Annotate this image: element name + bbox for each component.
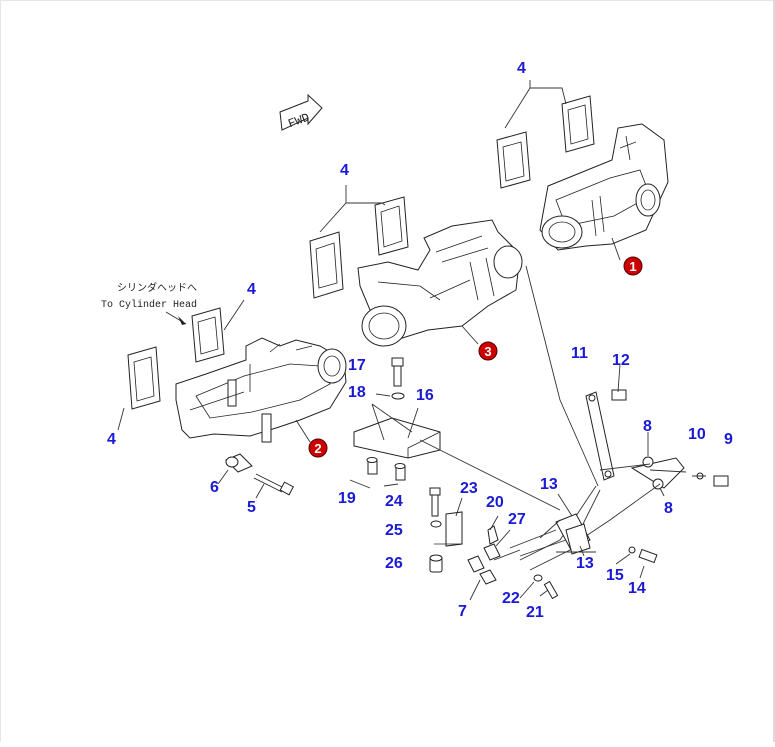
part-label-10: 10 [688, 426, 706, 443]
note-japanese: シリンダヘッドへ [117, 281, 197, 295]
part-label-4-top: 4 [517, 60, 526, 77]
stud-and-spacer [217, 453, 294, 499]
frame-left-edge [0, 0, 1, 742]
part-label-21: 21 [526, 604, 544, 621]
callout-1: 1 [623, 256, 643, 276]
exhaust-manifold-front [175, 337, 347, 443]
cylinder-head-note: シリンダヘッドへ To Cylinder Head [101, 281, 197, 325]
note-english: To Cylinder Head [101, 299, 197, 311]
gasket-middle-pair [309, 185, 409, 299]
exhaust-manifold-middle [357, 219, 523, 347]
part-label-9: 9 [724, 431, 733, 448]
part-label-18: 18 [348, 384, 366, 401]
exhaust-manifold-rear [539, 123, 669, 261]
forward-arrow-icon: FWD [279, 93, 323, 132]
part-label-25: 25 [385, 522, 403, 539]
part-label-23: 23 [460, 480, 478, 497]
part-label-13-lower: 13 [576, 555, 594, 572]
part-label-4-left-upper: 4 [247, 281, 256, 298]
part-label-17: 17 [348, 357, 366, 374]
part-label-11: 11 [571, 345, 588, 362]
support-bracket-assembly [349, 357, 441, 489]
part-label-16: 16 [416, 387, 434, 404]
gasket-left-pair [117, 299, 245, 431]
part-number-labels: 4 4 4 4 5 6 7 8 8 9 10 11 12 13 13 14 15… [107, 60, 733, 621]
part-label-13-upper: 13 [540, 476, 558, 493]
part-label-8-lower: 8 [664, 500, 673, 517]
part-label-14: 14 [628, 580, 646, 597]
gasket-top-right-pair [496, 80, 595, 189]
part-label-4-middle: 4 [340, 162, 349, 179]
part-label-4-left-lower: 4 [107, 431, 116, 448]
part-label-6: 6 [210, 479, 219, 496]
cable-clamp-assembly [467, 513, 658, 601]
callout-3-label: 3 [484, 344, 491, 359]
part-label-15: 15 [606, 567, 624, 584]
part-label-19: 19 [338, 490, 356, 507]
part-label-7: 7 [458, 603, 467, 620]
part-label-27: 27 [508, 511, 526, 528]
part-label-24: 24 [385, 493, 403, 510]
callout-2: 2 [308, 438, 328, 458]
part-label-12: 12 [612, 352, 630, 369]
part-label-22: 22 [502, 590, 520, 607]
part-label-5: 5 [247, 499, 256, 516]
frame-right-edge [773, 0, 775, 742]
fwd-label: FWD [286, 111, 311, 132]
callout-3: 3 [478, 341, 498, 361]
callout-2-label: 2 [314, 441, 321, 456]
part-label-8-upper: 8 [643, 418, 652, 435]
callout-1-label: 1 [629, 259, 636, 274]
note-arrow-icon [178, 316, 186, 325]
part-label-20: 20 [486, 494, 504, 511]
small-bracket-and-bolts [429, 487, 463, 573]
part-label-26: 26 [385, 555, 403, 572]
leader-lines [455, 363, 665, 599]
control-link-assembly [419, 265, 729, 571]
frame-top-edge [0, 0, 775, 1]
